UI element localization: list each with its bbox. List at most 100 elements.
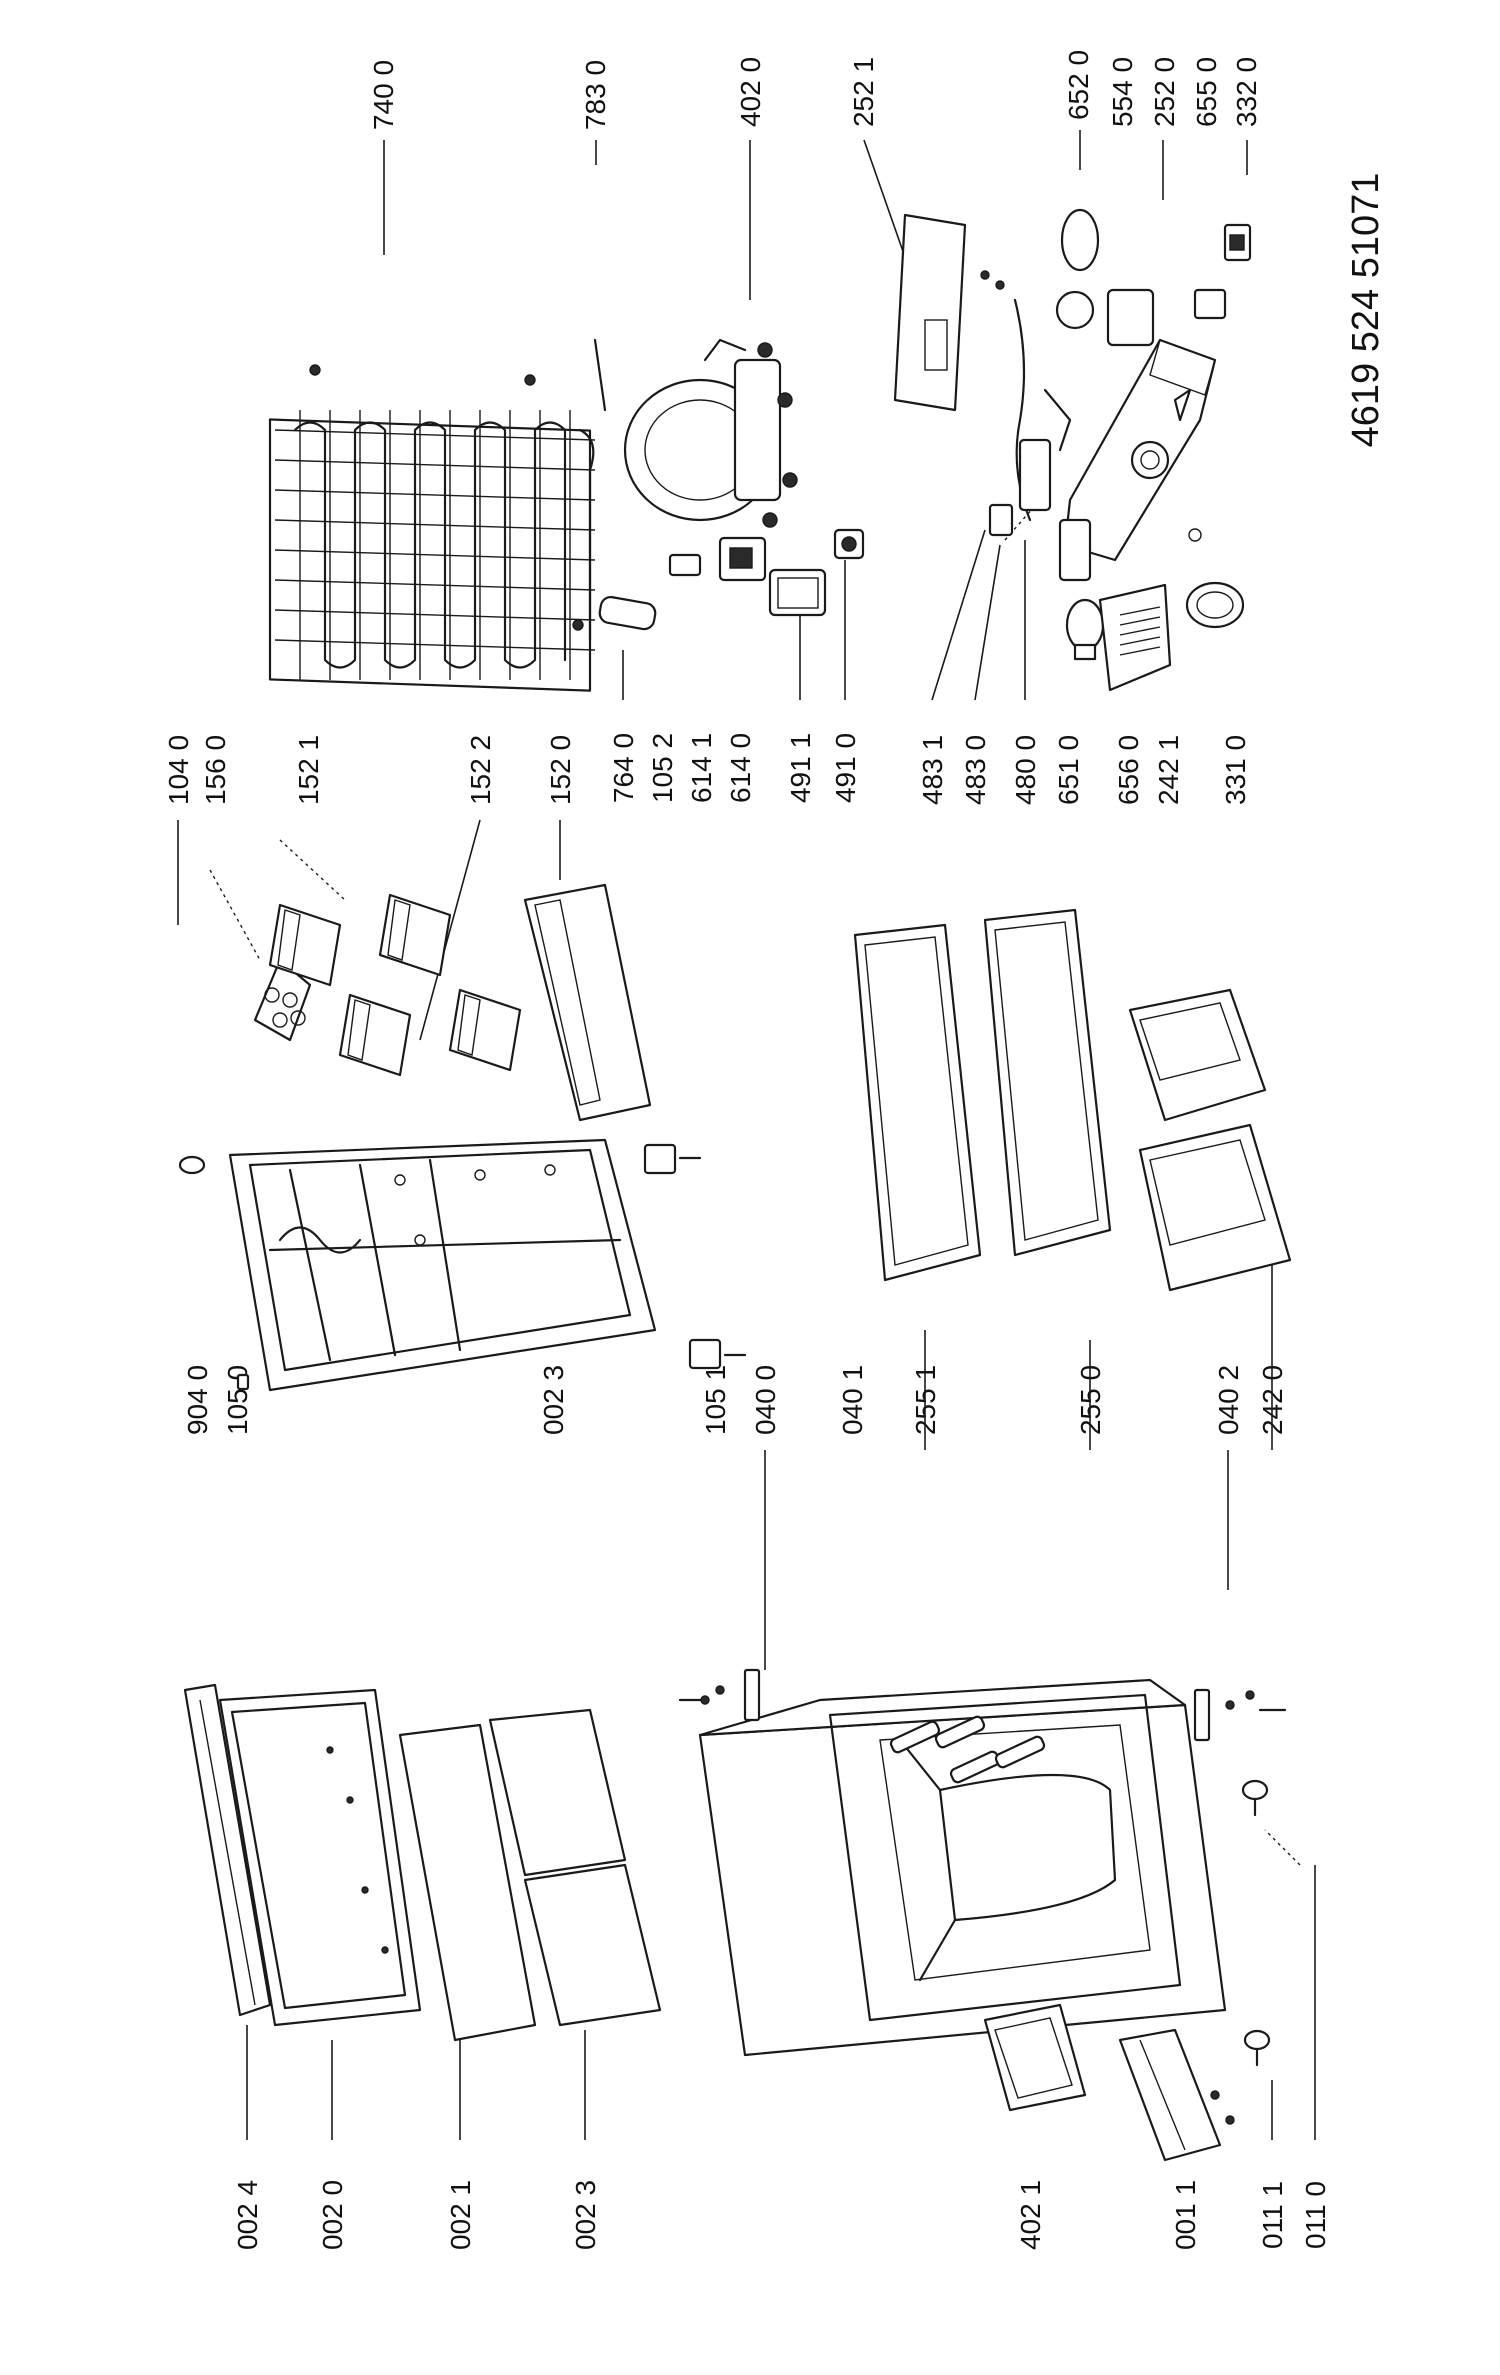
label-242-1-group: 242 1 <box>1153 735 1184 805</box>
part-label-655-0: 655 0 <box>1191 57 1222 127</box>
part-label-402-1: 402 1 <box>1015 2180 1046 2250</box>
part-label-614-1: 614 1 <box>686 733 717 803</box>
label-656-0-group: 656 0 <box>1113 735 1144 805</box>
relay-clip <box>833 528 865 560</box>
part-label-104-0: 104 0 <box>163 735 194 805</box>
label-554-0-group: 554 0 <box>1107 57 1138 127</box>
label-655-0-group: 655 0 <box>1191 57 1222 127</box>
overload-protector <box>768 568 827 617</box>
label-040-2-group: 040 2 <box>1213 1365 1244 1435</box>
label-252-0-group: 252 0 <box>1149 57 1180 127</box>
door-outer-panel <box>218 1688 422 2027</box>
part-label-652-0: 652 0 <box>1063 50 1094 120</box>
part-label-252-1: 252 1 <box>848 57 879 127</box>
label-152-2-group: 152 2 <box>465 735 496 805</box>
label-331-0-group: 331 0 <box>1220 735 1251 805</box>
part-label-002-1: 002 1 <box>445 2180 476 2250</box>
part-label-614-0: 614 0 <box>725 733 756 803</box>
door-shelf-small-1 <box>268 903 342 987</box>
label-002-3a-group: 002 3 <box>538 1365 569 1435</box>
part-label-656-0: 656 0 <box>1113 735 1144 805</box>
light-bulb <box>1065 598 1105 661</box>
door-shelf-small-3 <box>338 993 412 1077</box>
part-label-252-0: 252 0 <box>1149 57 1180 127</box>
label-040-1-group: 040 1 <box>837 1365 868 1435</box>
compressor <box>623 338 798 528</box>
label-040-0-group: 040 0 <box>750 1365 781 1435</box>
cabinet-body <box>698 1678 1227 2057</box>
part-label-242-1: 242 1 <box>1153 735 1184 805</box>
document-number: 4619 524 51071 <box>1345 173 1387 448</box>
door-stop-parts <box>178 1155 250 1391</box>
door-hinge-parts <box>643 1143 747 1370</box>
part-label-002-3-panel: 002 3 <box>570 2180 601 2250</box>
label-105-2-group: 105 2 <box>647 733 678 803</box>
label-104-0-group: 104 0 <box>163 735 194 805</box>
egg-tray <box>253 958 312 1042</box>
thermostat-wiring <box>988 298 1072 537</box>
part-label-332-0: 332 0 <box>1231 57 1262 127</box>
part-label-554-0: 554 0 <box>1107 57 1138 127</box>
dryer-filter <box>598 595 657 631</box>
part-label-783-0: 783 0 <box>580 60 611 130</box>
glass-shelf-lower <box>983 908 1112 1257</box>
part-label-483-1: 483 1 <box>917 735 948 805</box>
label-483-0-group: 483 0 <box>960 735 991 805</box>
adjustable-feet <box>1210 1779 1271 2125</box>
label-002-0-group: 002 0 <box>317 2180 348 2250</box>
part-label-152-0: 152 0 <box>545 735 576 805</box>
part-label-480-0: 480 0 <box>1010 735 1041 805</box>
label-783-0-group: 783 0 <box>580 60 611 130</box>
part-label-002-4: 002 4 <box>232 2180 263 2250</box>
part-label-011-1: 011 1 <box>1257 2181 1288 2249</box>
label-764-0-group: 764 0 <box>608 733 639 803</box>
label-491-1-group: 491 1 <box>785 733 816 803</box>
label-156-0-group: 156 0 <box>200 735 231 805</box>
label-904-0-group: 904 0 <box>182 1365 213 1435</box>
label-491-0-group: 491 0 <box>830 733 861 803</box>
label-011-1-group: 011 1 <box>1257 2181 1288 2249</box>
cabinet-hinge-top <box>678 1668 761 1722</box>
label-011-0-group: 011 0 <box>1300 2181 1331 2249</box>
label-152-1-group: 152 1 <box>293 735 324 805</box>
label-002-1-group: 002 1 <box>445 2180 476 2250</box>
cabinet-hinge-bottom <box>1193 1688 1287 1742</box>
part-label-491-1: 491 1 <box>785 733 816 803</box>
label-105-1-group: 105 1 <box>700 1365 731 1435</box>
label-652-0-group: 652 0 <box>1063 50 1094 120</box>
part-label-105-2: 105 2 <box>647 733 678 803</box>
door-insulation-board <box>398 1723 537 2042</box>
part-label-740-0: 740 0 <box>368 60 399 130</box>
part-label-402-0: 402 0 <box>735 57 766 127</box>
part-label-651-0: 651 0 <box>1053 735 1084 805</box>
condenser-coil <box>268 364 596 692</box>
door-handle-strip <box>183 1683 272 2017</box>
part-label-040-2: 040 2 <box>1213 1365 1244 1435</box>
label-402-1-group: 402 1 <box>1015 2180 1046 2250</box>
thermostat-knob <box>1185 528 1245 629</box>
compressor-bracket <box>983 2003 1087 2112</box>
part-label-011-0: 011 0 <box>1300 2181 1331 2249</box>
part-label-491-0: 491 0 <box>830 733 861 803</box>
part-label-002-0: 002 0 <box>317 2180 348 2250</box>
label-651-0-group: 651 0 <box>1053 735 1084 805</box>
label-614-0-group: 614 0 <box>725 733 756 803</box>
part-label-904-0: 904 0 <box>182 1365 213 1435</box>
door-bottle-shelf <box>523 883 652 1122</box>
door-inner-panel-a <box>488 1708 627 1877</box>
label-740-0-group: 740 0 <box>368 60 399 130</box>
label-001-1-group: 001 1 <box>1170 2180 1201 2250</box>
part-label-764-0: 764 0 <box>608 733 639 803</box>
label-483-1-group: 483 1 <box>917 735 948 805</box>
lamp-cover <box>1098 583 1172 692</box>
part-label-156-0: 156 0 <box>200 735 231 805</box>
door-shelf-small-2 <box>378 893 452 977</box>
control-panel-cover <box>893 213 1005 412</box>
start-relay <box>668 536 767 582</box>
label-002-3b-group: 002 3 <box>570 2180 601 2250</box>
document-number-group: 4619 524 51071 <box>1345 173 1387 448</box>
label-332-0-group: 332 0 <box>1231 57 1262 127</box>
label-002-4-group: 002 4 <box>232 2180 263 2250</box>
label-480-0-group: 480 0 <box>1010 735 1041 805</box>
